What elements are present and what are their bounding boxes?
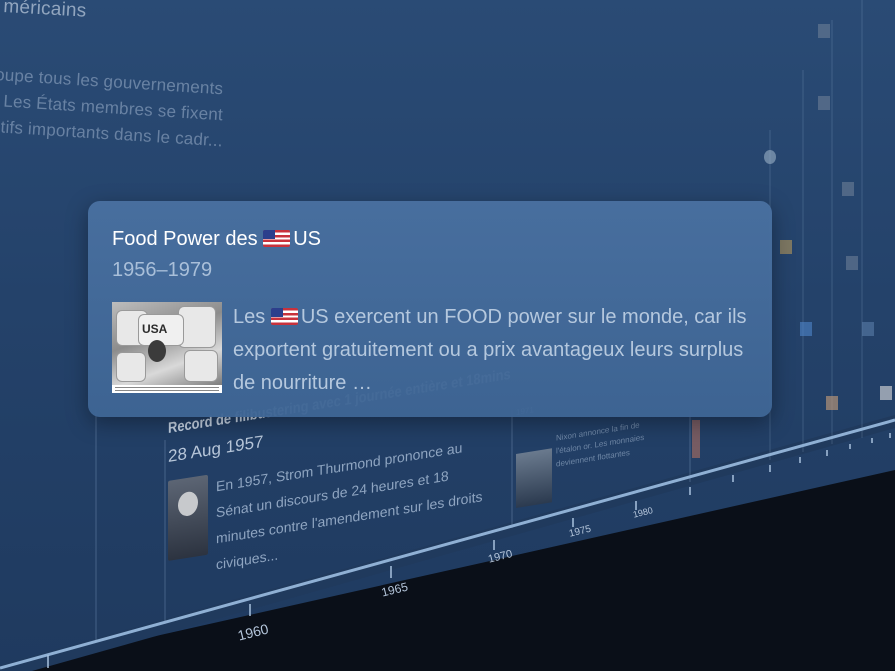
event-detail-popup[interactable]: Food Power des US 1956–1979 USA Les US e… bbox=[88, 201, 772, 417]
event-photo bbox=[516, 448, 552, 508]
mini-event-card[interactable] bbox=[800, 322, 816, 336]
mini-event-card[interactable] bbox=[818, 24, 834, 38]
background-event-body: oupe tous les gouvernements . Les États … bbox=[0, 64, 224, 151]
mini-event-card[interactable] bbox=[780, 240, 796, 254]
mini-event-card[interactable] bbox=[846, 256, 862, 270]
mini-event-card[interactable] bbox=[826, 396, 842, 410]
popup-description: Les US exercent un FOOD power sur le mon… bbox=[233, 306, 747, 394]
timeline-axis bbox=[0, 418, 895, 670]
us-flag-icon bbox=[270, 308, 298, 325]
mini-event-card[interactable] bbox=[764, 150, 780, 164]
mini-event-card[interactable] bbox=[818, 96, 834, 110]
mini-event-card[interactable] bbox=[862, 322, 878, 336]
mini-event-card[interactable] bbox=[842, 182, 858, 196]
popup-dates: 1956–1979 bbox=[112, 259, 213, 281]
event-photo bbox=[168, 474, 208, 561]
photo-sack-text: USA bbox=[142, 322, 168, 336]
mini-event-card[interactable] bbox=[692, 420, 704, 458]
popup-photo[interactable]: USA bbox=[112, 302, 222, 393]
mini-event-card[interactable] bbox=[880, 386, 895, 400]
us-flag-icon bbox=[263, 230, 291, 247]
popup-title: Food Power des US bbox=[112, 228, 321, 250]
